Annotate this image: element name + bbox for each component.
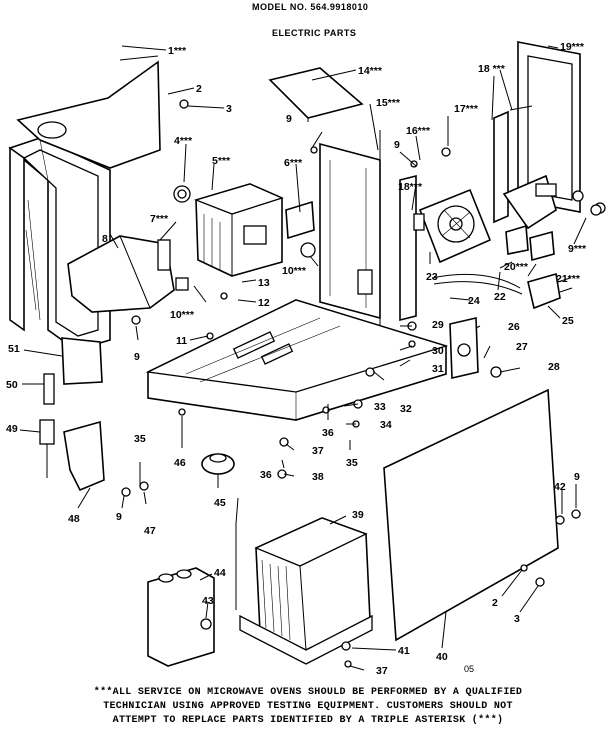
- fuse-50: [43, 373, 55, 405]
- label-41: 41: [398, 645, 410, 657]
- label-31: 31: [432, 363, 444, 375]
- footnote-line-2: TECHNICIAN USING APPROVED TESTING EQUIPM…: [103, 701, 513, 712]
- spacer-45: [201, 453, 235, 475]
- switch-20: [505, 224, 529, 255]
- label-43: 43: [202, 595, 214, 607]
- label-15: 15***: [376, 97, 401, 109]
- fan-bracket: [379, 130, 417, 330]
- high-voltage-capacitor: [147, 567, 215, 667]
- label-11: 11: [176, 335, 187, 347]
- label-40: 40: [436, 651, 448, 663]
- top-air-guide: [16, 55, 161, 169]
- label-23: 23: [426, 271, 438, 283]
- high-voltage-transformer: [239, 517, 373, 665]
- label-10-left: 10***: [170, 309, 195, 321]
- label-36-left: 36: [260, 469, 272, 481]
- label-13: 13: [258, 277, 270, 289]
- label-48: 48: [68, 513, 80, 525]
- top-cover: [268, 67, 364, 122]
- thermostat-bracket-18: [493, 110, 509, 224]
- label-5: 5***: [212, 155, 231, 167]
- label-28: 28: [548, 361, 560, 373]
- label-6: 6***: [284, 157, 303, 169]
- label-35-right: 35: [346, 457, 358, 469]
- outer-cabinet-panel: [383, 388, 559, 642]
- diagram-subtitle: ELECTRIC PARTS: [272, 28, 357, 38]
- label-33: 33: [374, 401, 386, 413]
- base-plate: [145, 299, 449, 421]
- label-35-left: 35: [134, 433, 146, 445]
- label-37-bottom: 37: [376, 665, 388, 677]
- label-18-mid: 18***: [398, 181, 423, 193]
- interlock-switch: [449, 317, 502, 379]
- label-8: 8: [102, 233, 108, 245]
- label-47: 47: [144, 525, 156, 537]
- power-cord: [431, 272, 573, 310]
- latch-switch-assembly: [502, 174, 606, 230]
- label-50: 50: [6, 379, 18, 391]
- footnote-line-1: ***ALL SERVICE ON MICROWAVE OVENS SHOULD…: [93, 687, 523, 698]
- control-frame: [319, 142, 381, 320]
- label-51: [61, 337, 103, 385]
- label-38: 38: [312, 471, 324, 483]
- label-9-right-bottom: 9: [574, 471, 580, 483]
- label-21: 21***: [556, 273, 581, 285]
- label-36-right: 36: [322, 427, 334, 439]
- label-2-bottom: 2: [492, 597, 498, 609]
- label-17: 17***: [454, 103, 479, 115]
- label-16: 16***: [406, 125, 431, 137]
- label-26: 26: [508, 321, 520, 333]
- magnetron: [173, 183, 284, 277]
- label-46: 46: [174, 457, 186, 469]
- label-51: 51: [8, 343, 20, 355]
- label-3-bottom: 3: [514, 613, 520, 625]
- label-12: 12: [258, 297, 270, 309]
- thermal-protector-7: [157, 239, 316, 291]
- label-45: 45: [214, 497, 226, 509]
- label-20: 20***: [504, 261, 529, 273]
- label-9-bottom: 9: [116, 511, 122, 523]
- leader-lines: [19, 45, 587, 671]
- label-34: 34: [380, 419, 392, 431]
- footnote-line-3: ATTEMPT TO REPLACE PARTS IDENTIFIED BY A…: [112, 715, 504, 726]
- label-27: 27: [516, 341, 528, 353]
- label-10-right: 10***: [282, 265, 307, 277]
- model-number: MODEL NO. 564.9918010: [252, 2, 369, 12]
- label-30: 30: [432, 345, 444, 357]
- label-9-mid: 9: [394, 139, 400, 151]
- part-labels: 1*** 2 3 4*** 5*** 6*** 7*** 8 9 9 9 9 9…: [6, 41, 587, 677]
- thermal-cutout-6: [285, 200, 315, 240]
- switch-21: [529, 230, 555, 262]
- label-49: 49: [6, 423, 18, 435]
- fuse-49: [39, 419, 55, 478]
- label-2-top: 2: [196, 83, 202, 95]
- label-7: 7***: [150, 213, 169, 225]
- waveguide-part-8: [67, 235, 175, 313]
- label-1: 1***: [168, 45, 187, 57]
- label-9-left: 9: [134, 351, 140, 363]
- label-4: 4***: [174, 135, 193, 147]
- label-3-top: 3: [226, 103, 232, 115]
- label-42: 42: [554, 481, 566, 493]
- fuse-holder-48: [63, 420, 105, 492]
- label-9-right: 9***: [568, 243, 587, 255]
- label-39: 39: [352, 509, 364, 521]
- label-44: 44: [214, 567, 226, 579]
- diagram-code: 05: [464, 664, 474, 674]
- label-14: 14***: [358, 65, 383, 77]
- service-footnote: ***ALL SERVICE ON MICROWAVE OVENS SHOULD…: [18, 686, 598, 728]
- label-24: 24: [468, 295, 480, 307]
- fan-motor-assembly: [413, 188, 492, 264]
- left-side-panel: [8, 137, 111, 351]
- rear-bracket: [509, 41, 581, 213]
- label-19: 19***: [560, 41, 585, 53]
- label-22: 22: [494, 291, 506, 303]
- label-9-top: 9: [286, 113, 292, 125]
- label-25: 25: [562, 315, 574, 327]
- label-29: 29: [432, 319, 444, 331]
- label-18-top: 18 ***: [478, 63, 506, 75]
- label-32: 32: [400, 403, 412, 415]
- label-37-mid: 37: [312, 445, 324, 457]
